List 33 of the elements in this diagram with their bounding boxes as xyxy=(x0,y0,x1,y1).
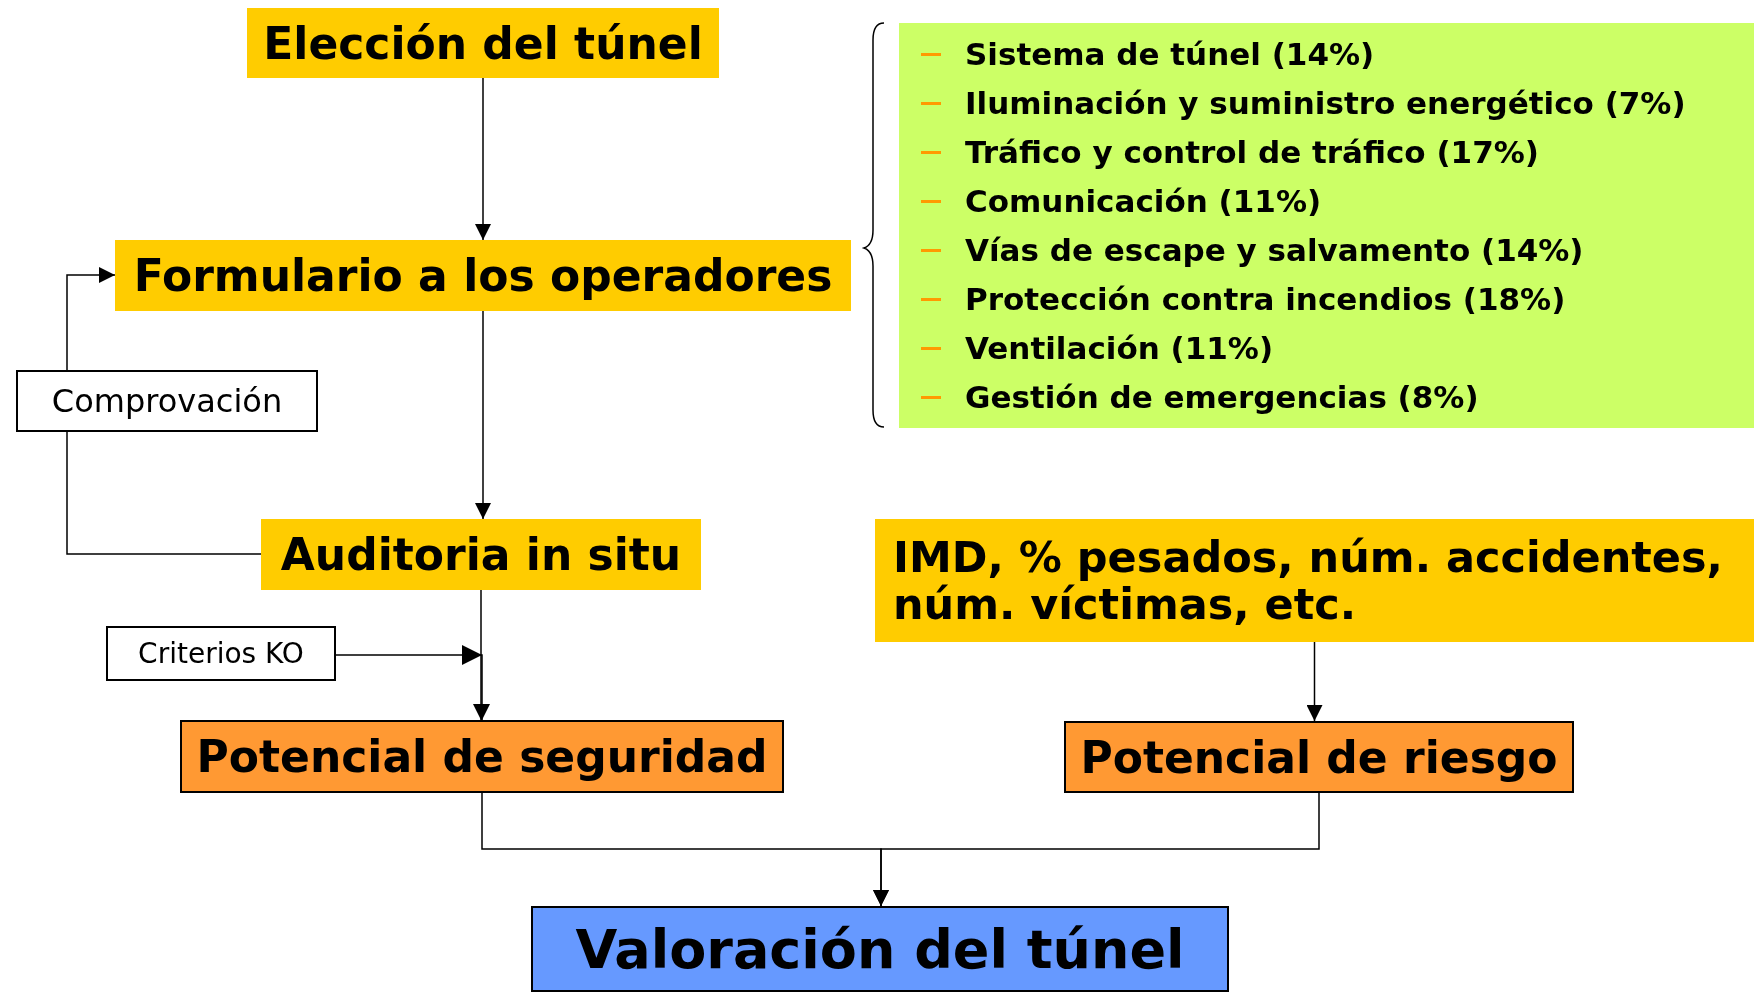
arrow xyxy=(335,645,490,721)
list-item: Iluminación y suministro energético (7%) xyxy=(965,85,1686,121)
process-box xyxy=(261,519,701,590)
note-box xyxy=(106,626,336,681)
process-box xyxy=(115,240,851,311)
box-label: Elección del túnel xyxy=(263,17,703,69)
arrow xyxy=(66,267,116,371)
box-label: Comprovación xyxy=(51,382,283,420)
arrow xyxy=(475,310,491,520)
process-box xyxy=(247,8,719,78)
list-item: Sistema de túnel (14%) xyxy=(965,36,1375,72)
box-label: Valoración del túnel xyxy=(575,917,1185,981)
box-label: Auditoria in situ xyxy=(280,529,682,580)
box-label: Potencial de seguridad xyxy=(196,731,768,782)
list-item: Protección contra incendios (18%) xyxy=(965,281,1566,317)
arrow xyxy=(873,792,1320,907)
result-box xyxy=(180,720,784,793)
box-label: Formulario a los operadores xyxy=(133,250,833,301)
list-item: Tráfico y control de tráfico (17%) xyxy=(965,134,1539,170)
box-label: Criterios KO xyxy=(138,637,304,670)
list-item: Gestión de emergencias (8%) xyxy=(965,379,1479,415)
list-item: Vías de escape y salvamento (14%) xyxy=(965,232,1584,268)
data-box xyxy=(875,519,1754,642)
final-box xyxy=(531,906,1229,992)
box-label: Potencial de riesgo xyxy=(1080,731,1558,783)
arrow xyxy=(475,77,491,241)
list-item: Ventilación (11%) xyxy=(965,330,1274,366)
box-label: IMD, % pesados, núm. accidentes, núm. víctimas, etc. xyxy=(893,534,1724,627)
note-box xyxy=(16,370,318,432)
result-box xyxy=(1064,721,1574,793)
list-item: Comunicación (11%) xyxy=(965,183,1322,219)
criteria-list-box xyxy=(899,23,1754,428)
arrow xyxy=(1306,641,1323,722)
